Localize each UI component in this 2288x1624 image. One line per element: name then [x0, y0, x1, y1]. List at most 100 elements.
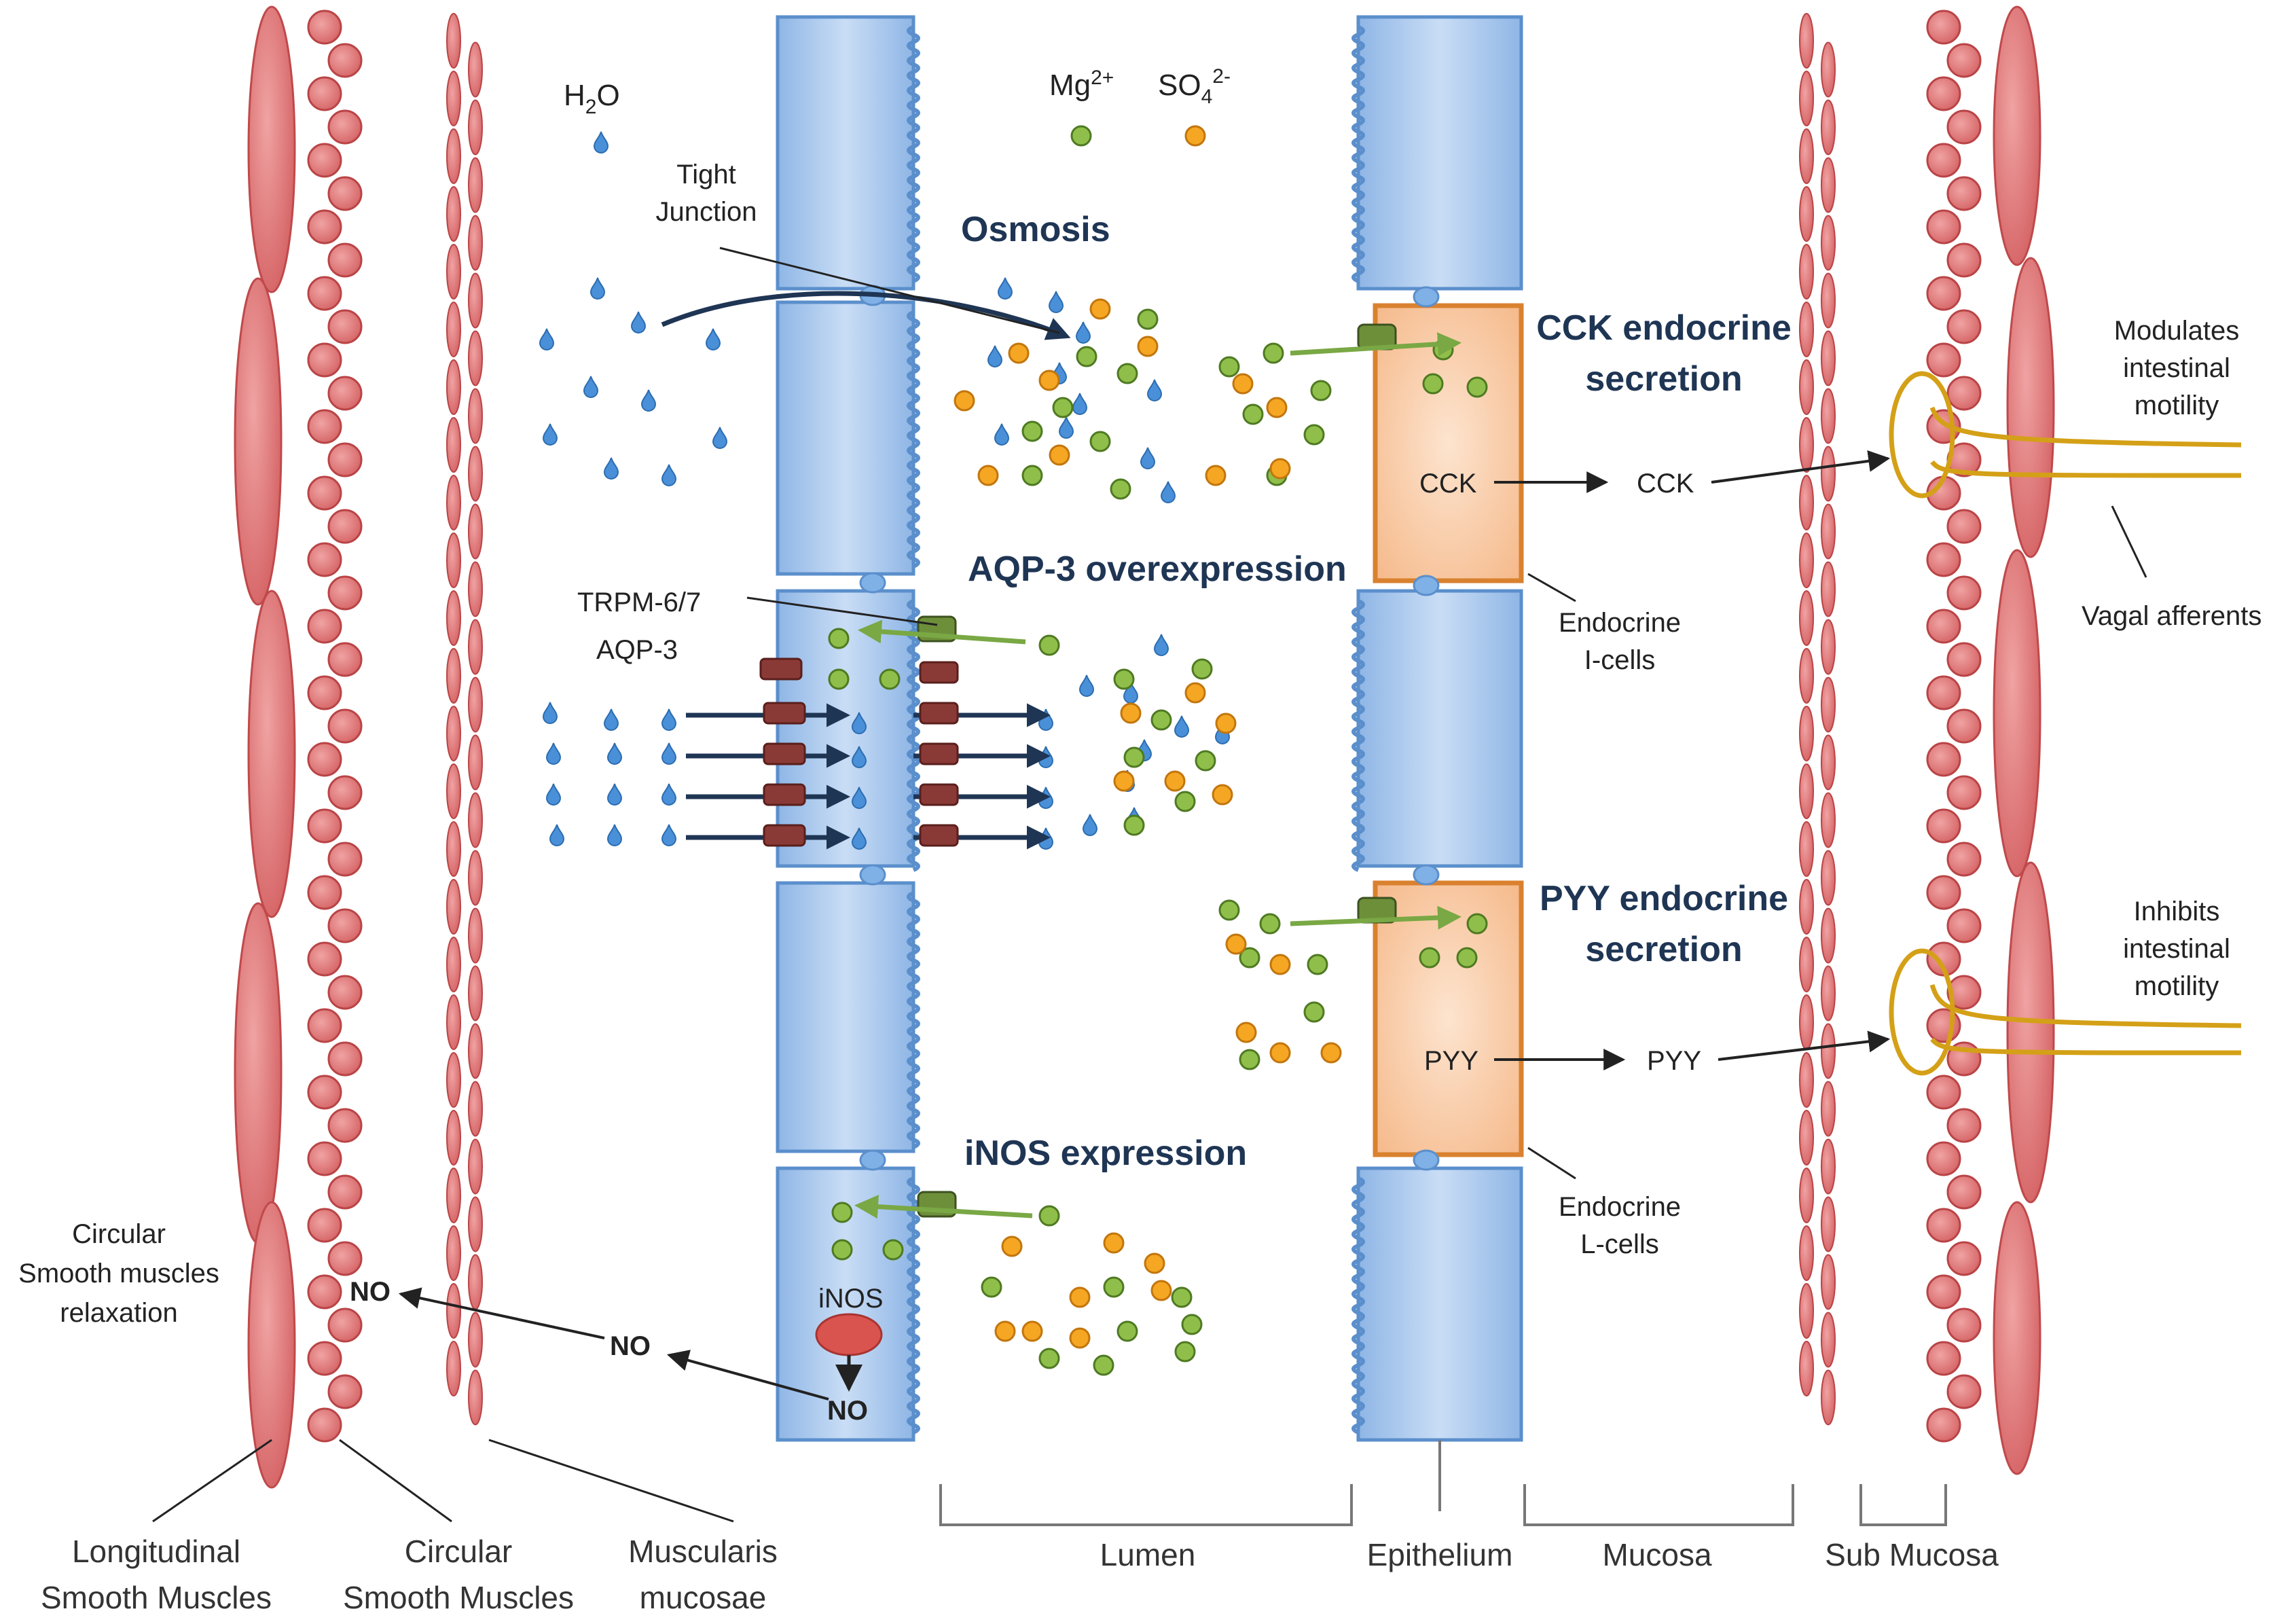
muscle-bead [1926, 10, 1961, 45]
so4-ion [1137, 336, 1159, 357]
vagal-afferent-nerves [1889, 371, 2242, 1076]
muscle-bead [1926, 76, 1961, 111]
muscle-bead [327, 775, 363, 810]
epithelial-cell [776, 300, 915, 576]
longitudinal-muscle-right [1993, 5, 2055, 1475]
mg-ion [1116, 363, 1138, 384]
so4-ion [954, 390, 975, 412]
mg-ion [879, 668, 901, 690]
muscularis-fiber [1799, 475, 1814, 530]
so4-ion [1144, 1252, 1165, 1274]
water-drop [661, 824, 677, 846]
muscularis-fiber [468, 388, 483, 444]
muscularis-fiber [1799, 1110, 1814, 1166]
water-drop [987, 345, 1003, 367]
water-drop [997, 277, 1013, 300]
water-drop [994, 423, 1010, 446]
so4-ion [1089, 298, 1111, 320]
circular-muscle-left [307, 10, 363, 1443]
pyy-released-label: PYY [1647, 1046, 1701, 1076]
muscle-bead [307, 1274, 342, 1310]
muscularis-fiber [1799, 1052, 1814, 1108]
no-muscle-label: NO [350, 1277, 391, 1307]
muscularis-fiber [468, 272, 483, 329]
muscle-bead [1926, 742, 1961, 777]
water-drop [712, 427, 728, 449]
so4-ion [1205, 465, 1227, 486]
water-drop [1140, 447, 1156, 469]
muscularis-fiber [1799, 706, 1814, 761]
muscularis-fiber [1821, 446, 1836, 502]
so4-ion [1266, 397, 1288, 418]
muscularis-fiber [446, 763, 461, 819]
water-drop [1048, 291, 1064, 313]
muscle-bead [307, 609, 342, 644]
muscle-bead [307, 143, 342, 178]
muscularis-fiber [1821, 676, 1836, 733]
connector-arrows [152, 247, 2147, 1523]
mg-ion [1218, 356, 1240, 378]
muscle-bead [327, 1307, 363, 1343]
muscle-bead [1946, 509, 1982, 544]
water-drop [603, 708, 619, 731]
muscularis-fiber [446, 1052, 461, 1108]
right-epithelium [1351, 15, 1524, 1442]
muscle-bead [1926, 941, 1961, 977]
muscularis-fiber [446, 1225, 461, 1281]
mg-ion [831, 1202, 853, 1223]
muscle-bead [327, 509, 363, 544]
so4-ion [1212, 784, 1233, 806]
muscularis-fiber [446, 128, 461, 184]
mg-ion [1303, 1001, 1325, 1023]
muscularis-fiber [468, 734, 483, 791]
sulfate-ions [954, 125, 1342, 1349]
muscularis-fiber [446, 302, 461, 357]
cck-released-label: CCK [1637, 469, 1694, 499]
so4-ion [1235, 1022, 1257, 1043]
muscularis-fiber [1821, 503, 1836, 560]
muscle-bead [307, 1341, 342, 1376]
muscularis-fiber [1799, 1225, 1814, 1281]
muscularis-fiber [1821, 99, 1836, 156]
muscularis-fiber [1821, 41, 1836, 98]
muscle-bead [327, 575, 363, 611]
muscle-bead [307, 1208, 342, 1243]
aqp3-label: AQP-3 [596, 635, 678, 665]
muscularis-fiber [1821, 1312, 1836, 1368]
muscle-bead [1946, 908, 1982, 943]
so4-ion [1320, 1042, 1342, 1064]
mg-ion [1038, 634, 1060, 656]
trpm-transporters [917, 323, 1397, 1218]
muscle-bead [327, 908, 363, 943]
muscularis-fiber [1799, 186, 1814, 242]
muscle-bead [1946, 842, 1982, 877]
muscle-bead [1926, 276, 1961, 311]
muscle-bead [307, 742, 342, 777]
muscularis-fiber [1799, 302, 1814, 357]
muscularis-fiber [446, 937, 461, 992]
brush-border [907, 310, 920, 569]
epithelial-cell [1356, 15, 1523, 291]
water-drop [1174, 715, 1190, 738]
muscularis-fiber [1799, 1283, 1814, 1339]
mg-ion [1123, 814, 1145, 836]
muscularis-fiber [1799, 879, 1814, 935]
so4-ion [1038, 369, 1060, 391]
sulfate-label: SO42- [1158, 65, 1231, 108]
so4-ion [1269, 458, 1291, 480]
muscle-bead [1926, 675, 1961, 710]
water-drop [606, 824, 623, 846]
muscle-bead [307, 409, 342, 444]
magnesium-label: Mg2+ [1049, 67, 1114, 102]
mg-ion [1303, 424, 1325, 446]
cck-cell-label: CCK [1419, 469, 1477, 499]
mg-ion [1419, 947, 1440, 969]
so4-ion [1021, 1320, 1043, 1342]
brush-border [1351, 599, 1365, 872]
mg-ion [1191, 658, 1213, 680]
muscularis-fiber [1821, 1369, 1836, 1426]
muscle-bead [307, 10, 342, 45]
